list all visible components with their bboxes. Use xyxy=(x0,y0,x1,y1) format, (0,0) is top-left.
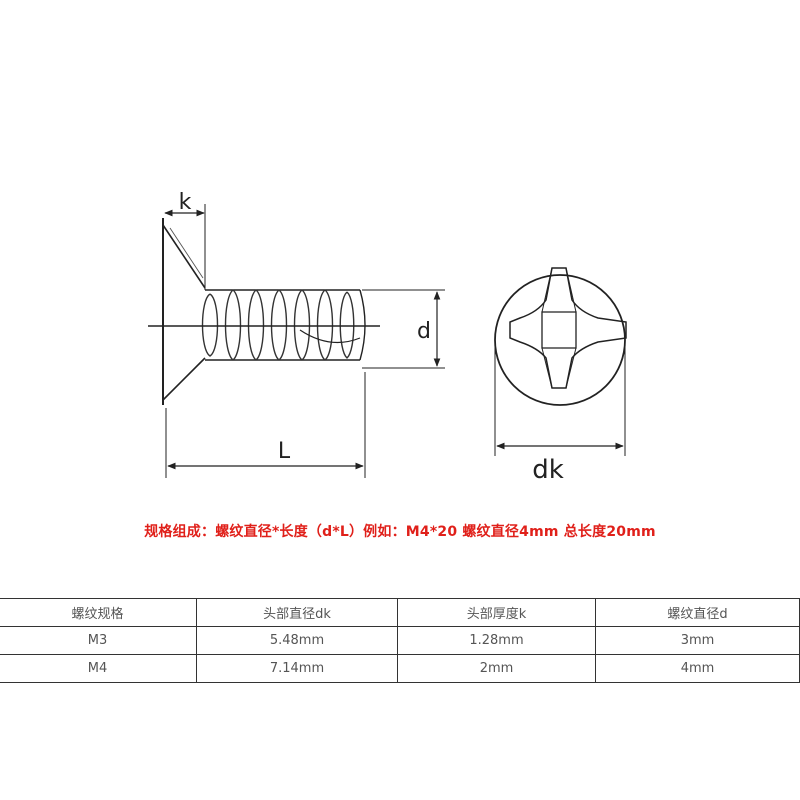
label-L: L xyxy=(278,439,291,464)
cell-thread-diameter: 4mm xyxy=(595,654,800,683)
header-thread-spec: 螺纹规格 xyxy=(0,598,197,627)
phillips-cross-icon xyxy=(509,267,627,389)
label-k: k xyxy=(179,190,192,215)
thread-turns xyxy=(201,289,355,361)
table-row: M4 7.14mm 2mm 4mm xyxy=(0,654,800,683)
cell-head-diameter: 7.14mm xyxy=(196,654,398,683)
screw-diagram: k d L dk xyxy=(148,190,627,485)
table-header-row: 螺纹规格 头部直径dk 头部厚度k 螺纹直径d xyxy=(0,598,800,627)
header-thread-diameter: 螺纹直径d xyxy=(595,598,800,627)
label-dk: dk xyxy=(532,455,564,485)
header-head-diameter: 头部直径dk xyxy=(196,598,398,627)
cell-head-thickness: 2mm xyxy=(397,654,596,683)
screw-head-top-view xyxy=(494,267,627,456)
cell-head-thickness: 1.28mm xyxy=(397,626,596,655)
spec-table: 螺纹规格 头部直径dk 头部厚度k 螺纹直径d M3 5.48mm 1.28mm… xyxy=(0,598,800,683)
table-row: M3 5.48mm 1.28mm 3mm xyxy=(0,626,800,655)
label-d: d xyxy=(417,319,431,344)
screw-side-view xyxy=(148,204,445,478)
cell-thread-spec: M4 xyxy=(0,654,197,683)
spec-note: 规格组成：螺纹直径*长度（d*L）例如：M4*20 螺纹直径4mm 总长度20m… xyxy=(144,524,656,540)
header-head-thickness: 头部厚度k xyxy=(397,598,596,627)
cell-thread-spec: M3 xyxy=(0,626,197,655)
cell-head-diameter: 5.48mm xyxy=(196,626,398,655)
cell-thread-diameter: 3mm xyxy=(595,626,800,655)
